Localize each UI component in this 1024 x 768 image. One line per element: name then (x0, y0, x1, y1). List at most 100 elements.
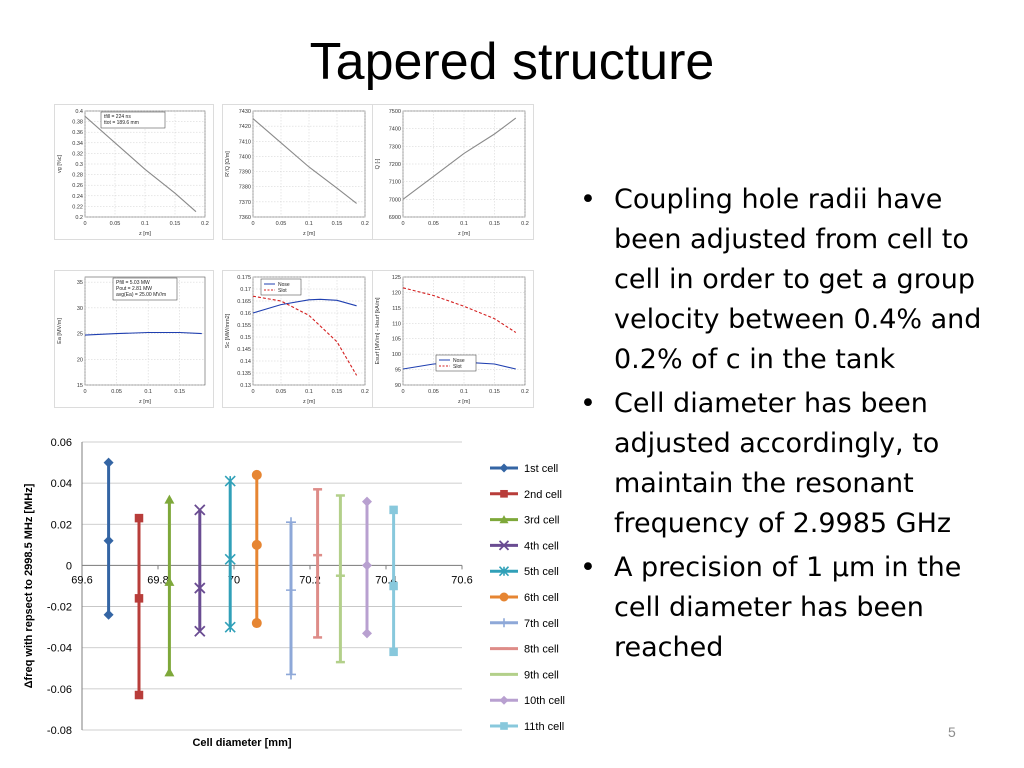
bullet-item: •Coupling hole radii have been adjusted … (580, 180, 1000, 380)
data-point (134, 594, 144, 603)
y-tick-label: 0.13 (240, 383, 251, 389)
bullet-dot: • (580, 388, 596, 419)
y-tick-label: -0.02 (47, 602, 72, 614)
series-5th-cell (224, 475, 236, 633)
legend-entry: 10th cell (490, 695, 565, 707)
annotation-box (112, 277, 178, 301)
data-point (251, 618, 262, 629)
x-tick-label: 0.05 (428, 221, 439, 227)
slide-title: Tapered structure (309, 33, 715, 91)
x-tick-label: 0.15 (332, 389, 343, 395)
y-tick-label: 7300 (389, 144, 401, 150)
y-tick-label: 110 (392, 321, 401, 327)
y-tick-label: 7400 (239, 154, 251, 160)
y-tick-label: 0.175 (237, 275, 251, 281)
x-tick-label: 0.1 (460, 389, 468, 395)
y-tick-label: 0.14 (240, 359, 251, 365)
annotation-text: avg(Ea) = 25.00 MV/m (116, 292, 166, 298)
x-tick-label: 0.05 (276, 389, 287, 395)
data-point (103, 609, 114, 620)
legend-swatch-marker (499, 463, 509, 473)
data-point (164, 494, 175, 504)
y-tick-label: 15 (77, 383, 83, 389)
series-line-slot (252, 295, 358, 376)
y-tick-label: 100 (392, 352, 401, 358)
x-axis-label: z [m] (139, 399, 151, 405)
y-tick-label: 0.2 (75, 215, 83, 221)
data-point (224, 553, 236, 565)
legend-swatch-marker (499, 695, 509, 705)
x-tick-label: 0 (251, 221, 254, 227)
x-tick-label: 69.6 (71, 574, 92, 586)
y-tick-label: 120 (392, 290, 401, 296)
data-point (103, 457, 114, 468)
series-11th-cell (389, 505, 398, 657)
data-point (286, 517, 296, 528)
y-tick-label: 7430 (239, 109, 251, 115)
series-line-0 (84, 331, 202, 336)
x-tick-label: 0.05 (110, 221, 121, 227)
bullet-dot: • (580, 184, 596, 215)
x-tick-label: 0 (83, 221, 86, 227)
data-point (224, 475, 236, 487)
annotation-text: Pfill = 5.03 MW (116, 280, 150, 286)
legend-entry: 5th cell (490, 566, 559, 578)
legend-entry: 9th cell (490, 669, 559, 681)
x-axis-label: z [m] (303, 399, 315, 405)
y-tick-label: 90 (395, 383, 401, 389)
y-tick-label: 25 (77, 332, 83, 338)
x-tick-label: 0.15 (489, 221, 500, 227)
legend-entry: 11th cell (490, 721, 564, 733)
legend-entry: 8th cell (490, 644, 559, 656)
y-tick-label: 0.02 (51, 519, 72, 531)
data-point (134, 690, 144, 700)
y-axis-title: Δfreq with repsect to 2998.5 MHz [MHz] (23, 483, 35, 688)
data-point (194, 582, 206, 594)
data-point (194, 625, 206, 637)
legend-entry: 1st cell (490, 463, 558, 475)
y-tick-label: 0.16 (240, 311, 251, 317)
page-number: 5 (948, 724, 956, 740)
y-tick-label: 0.34 (72, 141, 83, 147)
data-point (362, 628, 372, 639)
x-axis-title: Cell diameter [mm] (192, 737, 291, 749)
y-tick-label: 7420 (239, 124, 251, 130)
x-tick-label: 0.1 (144, 389, 152, 395)
legend-label: Nose (453, 358, 465, 364)
bullet-text: A precision of 1 µm in the cell diameter… (614, 552, 962, 663)
series-10th-cell (362, 496, 372, 639)
series-line-slot (402, 287, 517, 333)
bullet-item: • A precision of 1 µm in the cell diamete… (580, 548, 1000, 668)
y-tick-label: 7100 (389, 180, 401, 186)
y-tick-label: 0.06 (51, 437, 72, 449)
series-line-0 (252, 118, 357, 204)
x-tick-label: 0.2 (201, 221, 209, 227)
y-tick-label: 7200 (389, 162, 401, 168)
y-tick-label: 0.26 (72, 183, 83, 189)
legend-label: 9th cell (524, 669, 559, 681)
y-tick-label: 35 (77, 280, 83, 286)
data-point (134, 513, 144, 523)
legend-label: 4th cell (524, 540, 559, 552)
y-axis-label: Q [-] (375, 158, 381, 169)
bullet-item: •Cell diameter has been adjusted accordi… (580, 384, 1000, 544)
data-point (164, 576, 175, 586)
bullet-dot: • (580, 552, 596, 583)
x-tick-label: 0.1 (305, 221, 313, 227)
data-point (389, 505, 398, 515)
x-tick-label: 0 (83, 389, 86, 395)
y-tick-label: 0.04 (51, 478, 72, 490)
series-3rd-cell (164, 494, 175, 677)
legend-swatch-marker (499, 515, 509, 524)
legend-label: 1st cell (524, 463, 558, 475)
x-tick-label: 0.1 (460, 221, 468, 227)
x-tick-label: 70.2 (299, 574, 320, 586)
data-point (164, 667, 175, 677)
y-tick-label: 115 (392, 306, 401, 312)
legend-label: 11th cell (524, 721, 564, 733)
legend-entry: 4th cell (490, 540, 559, 552)
x-axis-label: z [m] (458, 231, 470, 237)
y-tick-label: 0.155 (237, 323, 251, 329)
